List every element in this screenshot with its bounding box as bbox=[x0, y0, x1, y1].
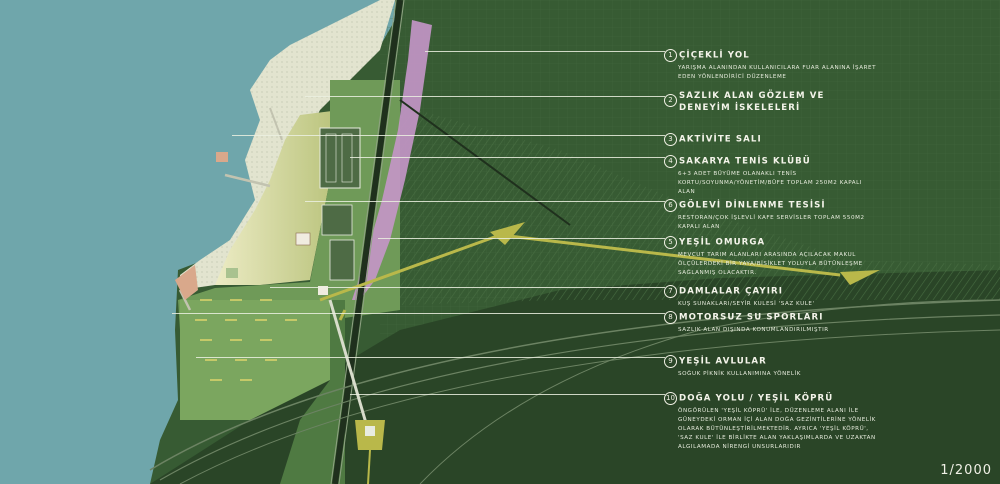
leader-line-5 bbox=[378, 238, 665, 239]
leader-line-3 bbox=[232, 135, 665, 136]
legend-number: 2 bbox=[664, 94, 677, 107]
leader-line-6 bbox=[305, 201, 665, 202]
reed-strip bbox=[352, 20, 432, 300]
legend-description: RESTORAN/ÇOK İŞLEVLİ KAFE SERVİSLER TOPL… bbox=[678, 215, 865, 230]
highway bbox=[149, 299, 1000, 471]
leader-line-1 bbox=[425, 51, 665, 52]
legend-description: SOĞUK PİKNİK KULLANIMINA YÖNELİK bbox=[678, 371, 801, 377]
legend-description: MEVCUT TARIM ALANLARI ARASINDA AÇILACAK … bbox=[678, 252, 863, 276]
legend-number: 10 bbox=[664, 392, 677, 405]
legend-description: YARIŞMA ALANINDAN KULLANICILARA FUAR ALA… bbox=[678, 65, 877, 80]
leader-line-7 bbox=[270, 287, 665, 288]
legend-description: 6+3 ADET BÜYÜME OLANAKLI TENİS KORTU/SOY… bbox=[678, 171, 863, 195]
legend-title: ÇİÇEKLİ YOL bbox=[679, 50, 750, 61]
legend-title: SAZLIK ALAN GÖZLEM VE DENEYİM İSKELELERİ bbox=[679, 91, 825, 113]
building bbox=[295, 232, 311, 246]
legend-title: AKTİVİTE SALI bbox=[679, 134, 762, 145]
leader-line-4 bbox=[350, 157, 665, 158]
leader-line-9 bbox=[196, 357, 665, 358]
legend-title: SAKARYA TENİS KLÜBÜ bbox=[679, 156, 811, 167]
leader-line-8 bbox=[172, 313, 665, 314]
leader-line-2 bbox=[305, 96, 665, 97]
legend-number: 8 bbox=[664, 311, 677, 324]
green-bridge bbox=[328, 299, 370, 431]
legend-title: DAMLALAR ÇAYIRI bbox=[679, 286, 784, 297]
legend-description: SAZLIK ALAN DIŞINDA KONUMLANDIRILMIŞTIR bbox=[678, 327, 829, 333]
tennis-courts bbox=[319, 127, 361, 189]
railway bbox=[332, 0, 403, 484]
legend-title: YEŞİL OMURGA bbox=[679, 237, 766, 248]
legend-title: GÖLEVİ DİNLENME TESİSİ bbox=[679, 200, 826, 211]
legend-number: 7 bbox=[664, 285, 677, 298]
legend-number: 3 bbox=[664, 133, 677, 146]
legend-title: MOTORSUZ SU SPORLARI bbox=[679, 312, 824, 323]
legend-description: ÖNGÖRÜLEN 'YEŞİL KÖPRÜ' İLE, DÜZENLEME A… bbox=[678, 408, 876, 450]
legend-title: DOĞA YOLU / YEŞİL KÖPRÜ bbox=[679, 393, 834, 404]
legend-number: 4 bbox=[664, 155, 677, 168]
legend-title: YEŞİL AVLULAR bbox=[679, 356, 767, 367]
legend-number: 5 bbox=[664, 236, 677, 249]
legend-number: 1 bbox=[664, 49, 677, 62]
legend-number: 9 bbox=[664, 355, 677, 368]
legend-description: KUŞ SUNAKLARI/SEYİR KULESİ 'SAZ KULE' bbox=[678, 301, 815, 307]
legend-number: 6 bbox=[664, 199, 677, 212]
scale-label: 1/2000 bbox=[940, 463, 992, 478]
tree-line bbox=[399, 99, 571, 226]
picnic-dashes bbox=[195, 299, 297, 381]
hatched-field bbox=[400, 105, 1000, 305]
leader-line-10 bbox=[350, 394, 665, 395]
pier bbox=[224, 173, 271, 188]
